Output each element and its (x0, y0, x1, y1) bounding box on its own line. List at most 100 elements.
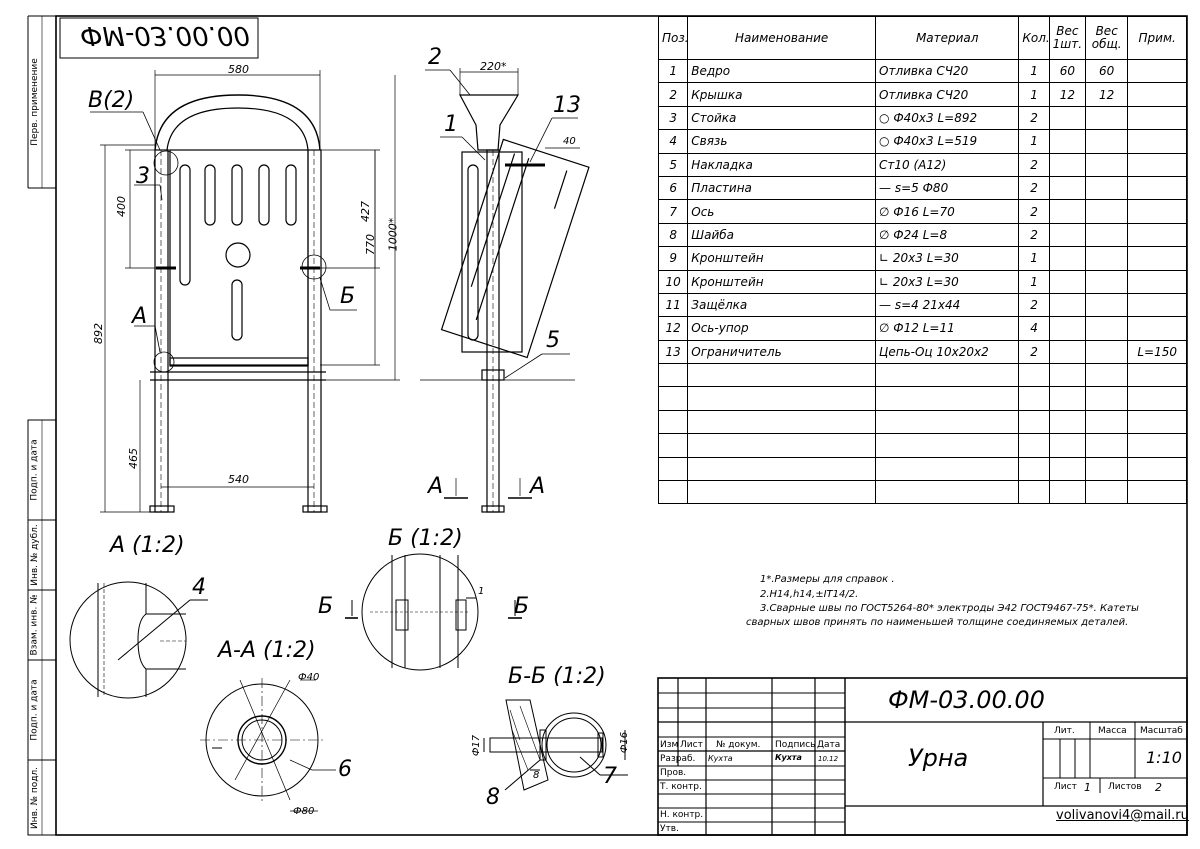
callout-4: 4 (192, 575, 206, 600)
dim-220: 220* (480, 60, 507, 73)
spec-header-material: Материал (875, 16, 1020, 60)
section-mark-b-right: Б (514, 594, 530, 619)
spec-cell-empty (687, 363, 877, 388)
spec-cell-note (1127, 175, 1187, 201)
tb-lit: Лит. (1054, 726, 1075, 736)
spec-cell-weight-total: 12 (1084, 82, 1129, 107)
spec-cell-pos: 5 (657, 152, 689, 177)
tb-email[interactable]: volivanovi4@mail.ru (1056, 808, 1189, 823)
spec-cell-empty (657, 480, 689, 505)
dim-892: 892 (92, 323, 105, 344)
callout-2: 2 (428, 45, 442, 70)
tb-author-signature: Кухта (775, 753, 802, 762)
spec-cell-weight-one (1048, 129, 1087, 154)
side-label-podp-data-2: Подп. и дата (30, 679, 40, 741)
spec-cell-name: Шайба (687, 222, 877, 248)
spec-cell-note (1127, 316, 1187, 341)
tb-sheet-label: Лист (1054, 782, 1077, 792)
spec-cell-empty (1018, 409, 1050, 435)
spec-cell-material: Отливка СЧ20 (875, 82, 1020, 107)
spec-cell-empty (875, 386, 1020, 411)
dim-465: 465 (127, 448, 140, 469)
callout-1: 1 (444, 112, 458, 137)
spec-cell-weight-one (1048, 152, 1087, 177)
spec-cell-weight-one (1048, 199, 1087, 224)
spec-cell-qty: 1 (1018, 129, 1050, 154)
spec-cell-empty (657, 433, 689, 458)
title-name: Урна (908, 744, 969, 772)
callout-13: 13 (553, 93, 581, 118)
spec-cell-note (1127, 105, 1187, 131)
spec-cell-material: — s=5 Ф80 (875, 175, 1020, 201)
tb-head-doc: № докум. (716, 740, 761, 750)
spec-cell-pos: 8 (657, 222, 689, 248)
spec-cell-weight-total (1084, 339, 1129, 365)
spec-cell-material: ∅ Ф16 L=70 (875, 199, 1020, 224)
tb-head-list: Лист (680, 740, 703, 750)
spec-cell-note (1127, 199, 1187, 224)
mirrored-code: ФМ-03.00.00 (80, 20, 250, 50)
spec-cell-material: Цепь-Оц 10х20х2 (875, 339, 1020, 365)
dim-400: 400 (115, 196, 128, 217)
note-3-cont: сварных швов принять по наименьшей толщи… (746, 617, 1129, 628)
side-label-inv-dubl: Инв. № дубл. (30, 524, 41, 586)
spec-cell-pos: 7 (657, 199, 689, 224)
tb-scale: 1:10 (1146, 748, 1182, 767)
spec-cell-qty: 2 (1018, 175, 1050, 201)
spec-cell-qty: 1 (1018, 269, 1050, 294)
title-code: ФМ-03.00.00 (888, 686, 1045, 714)
spec-cell-weight-total (1084, 175, 1129, 201)
spec-cell-qty: 2 (1018, 222, 1050, 248)
spec-cell-weight-total (1084, 292, 1129, 318)
spec-cell-empty (1018, 456, 1050, 482)
callout-b: Б (340, 284, 356, 309)
spec-cell-name: Кронштейн (687, 246, 877, 271)
spec-cell-weight-one (1048, 175, 1087, 201)
spec-row-empty (657, 433, 1187, 458)
spec-cell-qty: 4 (1018, 316, 1050, 341)
spec-cell-weight-one (1048, 316, 1087, 341)
title-block-lines (657, 677, 1188, 836)
spec-header-row: Поз. Наименование Материал Кол. Вес 1шт.… (657, 16, 1187, 60)
spec-cell-weight-total (1084, 246, 1129, 271)
spec-cell-empty (875, 456, 1020, 482)
side-label-podp-data: Подп. и дата (30, 439, 40, 501)
spec-cell-pos: 10 (657, 269, 689, 294)
spec-cell-name: Кронштейн (687, 269, 877, 294)
spec-cell-empty (687, 409, 877, 435)
spec-cell-empty (1084, 363, 1129, 388)
callout-8: 8 (486, 785, 500, 810)
spec-cell-material: — s=4 21х44 (875, 292, 1020, 318)
spec-header-weight-total: Вес общ. (1084, 16, 1129, 60)
spec-cell-empty (687, 386, 877, 411)
callout-3: 3 (136, 164, 150, 189)
tb-utv: Утв. (660, 824, 679, 834)
spec-cell-note (1127, 82, 1187, 107)
spec-cell-empty (875, 409, 1020, 435)
spec-header-pos: Поз. (657, 16, 689, 60)
spec-cell-empty (1048, 433, 1087, 458)
dim-phi80: Ф80 (293, 806, 315, 817)
spec-cell-note (1127, 58, 1187, 84)
spec-cell-empty (1127, 480, 1187, 505)
spec-cell-weight-one (1048, 222, 1087, 248)
spec-cell-empty (1127, 409, 1187, 435)
spec-cell-note (1127, 246, 1187, 271)
spec-cell-material: ○ Ф40х3 L=892 (875, 105, 1020, 131)
dim-580: 580 (228, 63, 249, 76)
spec-cell-note (1127, 269, 1187, 294)
spec-cell-weight-total (1084, 199, 1129, 224)
spec-cell-name: Пластина (687, 175, 877, 201)
dim-phi40: Ф40 (298, 672, 320, 683)
tb-author: Кухта (708, 754, 733, 763)
spec-cell-qty: 2 (1018, 152, 1050, 177)
spec-cell-empty (1127, 456, 1187, 482)
spec-cell-note (1127, 152, 1187, 177)
